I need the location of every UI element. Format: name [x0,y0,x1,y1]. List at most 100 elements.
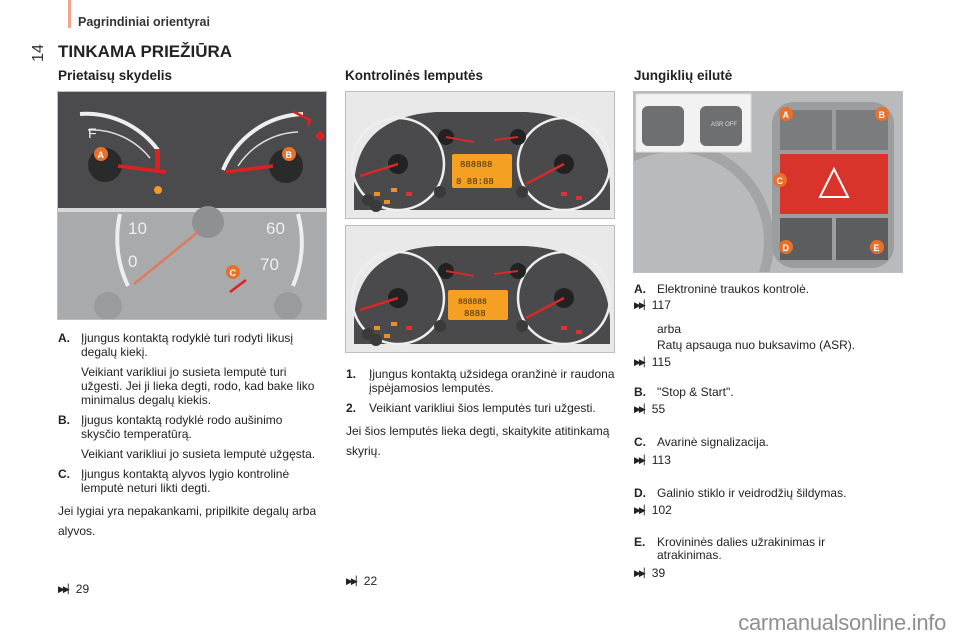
entry-e: E. Krovininės dalies užrakinimas ir [634,535,825,549]
ref-link-117[interactable]: ▶▶▏117 [634,298,671,312]
switch-e[interactable] [836,218,888,260]
ref-page-113: 113 [651,453,671,467]
entry-d-key: D. [634,486,646,500]
svg-text:A: A [783,110,790,120]
asr-off-label: ASR OFF [711,122,737,128]
entry-e-key: E. [634,535,646,549]
ref-link-115[interactable]: ▶▶▏115 [634,355,671,369]
item-2-key: 2. [346,401,357,415]
entry-a-text: Elektroninė traukos kontrolė. [657,282,810,296]
fast-forward-icon: ▶▶▏ [634,356,651,367]
item-c-text-1: Įjungus kontaktą alyvos lygio kontrolinė… [81,467,290,495]
fast-forward-icon: ▶▶▏ [634,299,651,310]
svg-text:D: D [783,243,790,253]
switch-callout-b [875,107,889,121]
fast-forward-icon: ▶▶▏ [634,454,651,465]
figure-gauges: F A B 10 0 60 70 C [57,91,327,320]
item-b: B. Įjugus kontaktą rodyklė rodo aušinimo… [58,413,323,461]
entry-a-key: A. [634,282,646,296]
lcd2-odometer: 888888 [458,298,487,307]
gauge-label-70: 70 [260,255,279,274]
ref-page-102: 102 [651,503,672,517]
ref-link-55[interactable]: ▶▶▏55 [634,402,665,416]
ref-page-115: 115 [651,355,671,369]
entry-c-key: C. [634,435,646,449]
switch-callout-a [779,107,793,121]
fast-forward-icon: ▶▶▏ [634,403,651,414]
gauge-label-10: 10 [128,219,147,238]
fast-forward-icon: ▶▶▏ [58,583,75,594]
switch-panel-illustration: ASR OFF A B C D E [634,93,894,272]
lcd-display-2 [448,290,508,320]
ref-link-39[interactable]: ▶▶▏39 [634,566,665,580]
instrument-panel-note: Jei lygiai yra nepakankami, pripilkite d… [58,504,317,538]
lcd-display [452,154,512,188]
accent-bar [68,0,71,28]
item-b-key: B. [58,413,70,427]
item-2-text: Veikiant varikliui šios lemputės turi už… [369,401,596,415]
entry-a: A. Elektroninė traukos kontrolė. [634,282,809,296]
ref-link-113[interactable]: ▶▶▏113 [634,453,671,467]
item-a-text-1: Įjungus kontaktą rodyklė turi rodyti lik… [81,331,294,359]
item-a: A. Įjungus kontaktą rodyklė turi rodyti … [58,331,323,407]
entry-d-text: Galinio stiklo ir veidrodžių šildymas. [657,486,847,500]
fast-forward-icon: ▶▶▏ [634,504,651,515]
warning-lights-note: Jei šios lemputės lieka degti, skaitykit… [346,424,610,458]
oil-level-lamp [229,279,247,293]
fuel-full-label: F [88,125,97,141]
section-label: Pagrindiniai orientyrai [78,15,210,29]
ref-page-117: 117 [651,298,671,312]
entry-a-asr: Ratų apsauga nuo buksavimo (ASR). [657,338,856,352]
item-c-key: C. [58,467,70,481]
lcd-clock: 8 88:88 [456,177,494,187]
cluster-1-illustration: 888888 8 88:88 [350,112,612,212]
callout-a [94,147,108,161]
heading-warning-lights: Kontrolinės lemputės [345,68,484,83]
item-a-key: A. [58,331,70,345]
gauge-label-0: 0 [128,252,137,271]
fast-forward-icon: ▶▶▏ [346,575,363,586]
ref-link-102[interactable]: ▶▶▏102 [634,503,672,517]
page-title: TINKAMA PRIEŽIŪRA [58,42,233,61]
ref-link-22[interactable]: ▶▶▏22 [346,574,377,588]
item-c: C. Įjungus kontaktą alyvos lygio kontrol… [58,467,323,495]
entry-b-key: B. [634,385,646,399]
warning-lights-description: 1. Įjungus kontaktą užsidega oranžinė ir… [346,367,618,461]
lcd-odometer: 888888 [460,160,492,170]
item-1-text: Įjungus kontaktą užsidega oranžinė ir ra… [369,367,615,395]
entry-e-text-2: atrakinimas. [657,548,722,562]
gauge-label-60: 60 [266,219,285,238]
heading-instrument-panel: Prietaisų skydelis [58,68,173,83]
lcd2-clock: 8888 [464,309,486,319]
callout-c [226,265,240,279]
fuel-warning-lamp [154,186,162,194]
page-number: 14 [29,44,47,62]
watermark: carmanualsonline.info [738,610,946,635]
figure-cluster-2: 888888 8888 [345,225,615,353]
svg-text:C: C [777,176,784,186]
svg-text:E: E [874,243,880,253]
entry-c: C.Avarinė signalizacija. [634,435,769,449]
hazard-triangle-icon [818,166,850,198]
callout-b [282,147,296,161]
gauges-illustration: F A B 10 0 60 70 C [58,92,326,319]
entry-e-text: Krovininės dalies užrakinimas ir [657,535,826,549]
callout-b-label: B [286,150,293,160]
ref-page-55: 55 [651,402,666,416]
item-2: 2. Veikiant varikliui šios lemputės turi… [346,401,618,415]
item-a-text-2: Veikiant varikliui jo susieta lemputė tu… [81,365,315,407]
ref-link-29[interactable]: ▶▶▏29 [58,582,89,596]
callout-c-label: C [230,268,237,278]
switch-callout-c [773,173,787,187]
instrument-panel-description: A. Įjungus kontaktą rodyklė turi rodyti … [58,331,323,541]
callout-a-label: A [98,150,105,160]
ref-page-39: 39 [651,566,666,580]
item-b-text-2: Veikiant varikliui jo susieta lemputė už… [81,447,316,461]
ref-page-29: 29 [75,582,90,596]
entry-b-text: "Stop & Start". [657,385,734,399]
switch-callout-d [779,240,793,254]
hazard-switch[interactable] [780,154,888,214]
item-1: 1. Įjungus kontaktą užsidega oranžinė ir… [346,367,618,395]
cluster-2-illustration: 888888 8888 [350,246,612,346]
entry-b: B. "Stop & Start". [634,385,734,399]
